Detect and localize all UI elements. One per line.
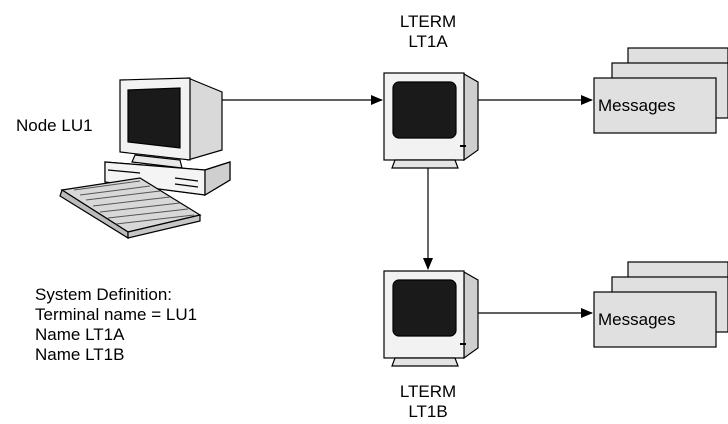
lterm-bottom-line1: LTERM <box>399 382 457 401</box>
lterm-bottom-monitor-icon <box>383 270 479 367</box>
system-definition: System Definition: Terminal name = LU1 N… <box>35 285 197 365</box>
node-label: Node LU1 <box>16 116 93 135</box>
messages-top-label: Messages <box>598 96 676 115</box>
lterm-top-monitor-icon <box>383 72 479 169</box>
messages-bottom-label: Messages <box>598 310 676 329</box>
system-definition-line: Terminal name = LU1 <box>35 305 198 324</box>
lterm-bottom-line2: LT1B <box>408 402 448 421</box>
system-definition-line: Name LT1B <box>35 345 125 364</box>
lterm-top-line2: LT1A <box>408 32 448 51</box>
connector-arrows <box>222 95 593 318</box>
message-stack-top-icon <box>593 47 728 134</box>
system-definition-heading: System Definition: <box>35 285 172 304</box>
message-stack-bottom-icon <box>593 261 728 348</box>
system-definition-line: Name LT1A <box>35 325 125 344</box>
lterm-bottom-label: LTERM LT1B <box>388 382 468 422</box>
lterm-top-line1: LTERM <box>399 12 457 31</box>
desktop-computer-icon <box>59 77 231 240</box>
lterm-top-label: LTERM LT1A <box>388 12 468 52</box>
